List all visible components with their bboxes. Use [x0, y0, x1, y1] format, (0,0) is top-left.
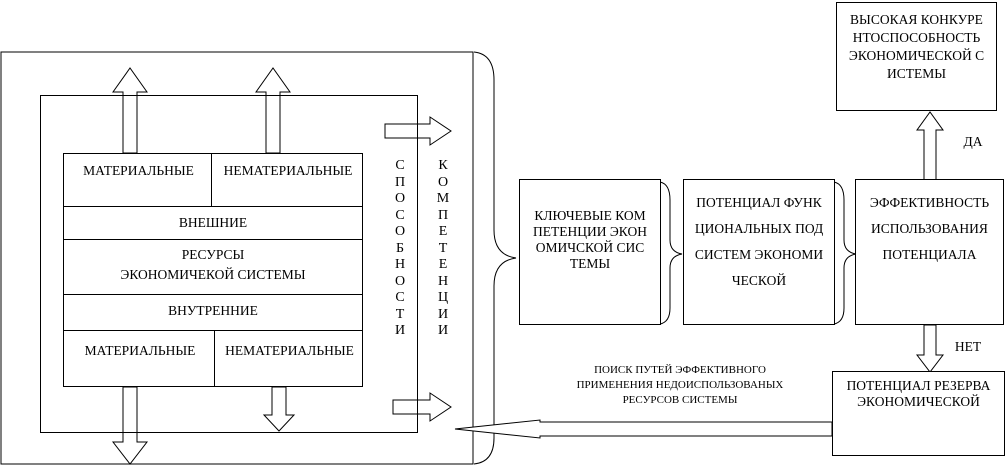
- resource-title: РЕСУРСЫ ЭКОНОМИЧЕКОЙ СИСТЕМЫ: [63, 239, 363, 295]
- efficiency-label: ЭФФЕКТИВНОСТЬ ИСПОЛЬЗОВАНИЯ ПОТЕНЦИАЛА: [869, 195, 990, 262]
- arrow-right-bottom: [392, 392, 452, 422]
- high-competitiveness-label: ВЫСОКАЯ КОНКУРЕНТОСПОСОБНОСТЬ ЭКОНОМИЧЕС…: [848, 12, 985, 81]
- competences-vertical-label: КОМПЕТЕНЦИИ: [436, 158, 450, 338]
- brace-fp-eff: [833, 181, 857, 325]
- arrow-yes: [916, 111, 944, 183]
- abilities-vertical-label: СПОСОБНОСТИ: [394, 158, 406, 338]
- arrow-down-nonmaterial: [262, 386, 296, 432]
- search-ways-line3: РЕСУРСОВ СИСТЕМЫ: [622, 394, 738, 406]
- resource-internal-label: ВНУТРЕННИЕ: [168, 303, 258, 318]
- functional-potential-box: ПОТЕНЦИАЛ ФУНКЦИОНАЛЬНЫХ ПОДСИСТЕМ ЭКОНО…: [683, 179, 835, 325]
- resource-title-line2: ЭКОНОМИЧЕКОЙ СИСТЕМЫ: [120, 267, 306, 282]
- arrow-up-nonmaterial: [255, 67, 291, 154]
- functional-potential-label: ПОТЕНЦИАЛ ФУНКЦИОНАЛЬНЫХ ПОДСИСТЕМ ЭКОНО…: [694, 195, 824, 288]
- arrow-down-material: [111, 386, 149, 465]
- search-ways-line1: ПОИСК ПУТЕЙ ЭФФЕКТИВНОГО: [594, 364, 766, 376]
- resource-bottom-material: МАТЕРИАЛЬНЫЕ: [63, 330, 215, 387]
- key-competences-box: КЛЮЧЕВЫЕ КОМПЕТЕНЦИИ ЭКОНОМИЧСКОЙ СИСТЕМ…: [519, 179, 661, 325]
- resource-title-line1: РЕСУРСЫ: [181, 247, 245, 262]
- efficiency-box: ЭФФЕКТИВНОСТЬ ИСПОЛЬЗОВАНИЯ ПОТЕНЦИАЛА: [855, 179, 1004, 325]
- resource-top-nonmaterial-label: НЕМАТЕРИАЛЬНЫЕ: [223, 163, 353, 178]
- reserve-potential-box: ПОТЕНЦИАЛ РЕЗЕРВА ЭКОНОМИЧЕСКОЙ: [832, 371, 1005, 456]
- resource-bottom-nonmaterial: НЕМАТЕРИАЛЬНЫЕ: [214, 330, 363, 387]
- brace-to-key-competences: [473, 51, 517, 465]
- resource-top-material: МАТЕРИАЛЬНЫЕ: [63, 153, 212, 207]
- resource-external-label: ВНЕШНИЕ: [178, 215, 248, 230]
- arrow-right-top: [384, 116, 452, 146]
- resource-bottom-material-label: МАТЕРИАЛЬНЫЕ: [84, 343, 196, 358]
- arrow-back-to-resources: [454, 419, 833, 439]
- arrow-no: [915, 324, 945, 373]
- search-ways-line2: ПРИМЕНЕНИЯ НЕДОИСПОЛЬЗОВАНЫХ: [576, 379, 784, 391]
- resource-bottom-nonmaterial-label: НЕМАТЕРИАЛЬНЫЕ: [225, 343, 354, 358]
- yes-label: ДА: [963, 134, 983, 149]
- high-competitiveness-box: ВЫСОКАЯ КОНКУРЕНТОСПОСОБНОСТЬ ЭКОНОМИЧЕС…: [836, 2, 997, 111]
- brace-kc-fp: [659, 181, 683, 325]
- resource-internal: ВНУТРЕННИЕ: [63, 294, 363, 331]
- resource-external: ВНЕШНИЕ: [63, 206, 363, 240]
- no-label: НЕТ: [954, 339, 982, 354]
- inner-frame: [40, 95, 418, 433]
- resource-top-nonmaterial: НЕМАТЕРИАЛЬНЫЕ: [211, 153, 363, 207]
- key-competences-label: КЛЮЧЕВЫЕ КОМПЕТЕНЦИИ ЭКОНОМИЧСКОЙ СИСТЕМ…: [533, 208, 647, 271]
- reserve-potential-label: ПОТЕНЦИАЛ РЕЗЕРВА ЭКОНОМИЧЕСКОЙ: [846, 378, 991, 409]
- resource-top-material-label: МАТЕРИАЛЬНЫЕ: [83, 163, 194, 178]
- arrow-up-material: [112, 67, 148, 154]
